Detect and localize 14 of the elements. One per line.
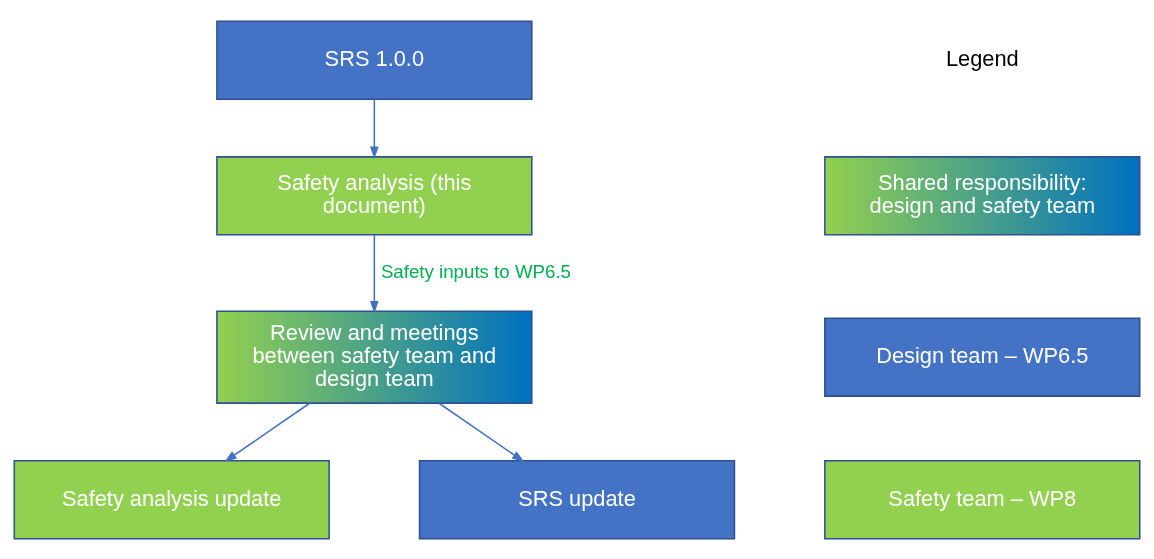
node-box: SRS 1.0.0 [216,19,533,100]
arrow [370,98,379,159]
arrow [224,401,311,462]
arrow [370,233,379,313]
node-box: Safety analysis (this document) [216,155,533,236]
node-box: Safety analysis update [13,459,330,540]
label: Legend [945,45,1019,71]
node-box: SRS update [418,459,736,540]
node-box: Safety team – WP8 [824,459,1141,540]
node-box: Design team – WP6.5 [824,316,1141,397]
arrow [438,401,525,462]
edge-label: Safety inputs to WP6.5 [380,260,571,282]
node-box: Shared responsibility: design and safety team [824,155,1141,236]
node-box: Review and meetings between safety team and design team [216,309,533,404]
